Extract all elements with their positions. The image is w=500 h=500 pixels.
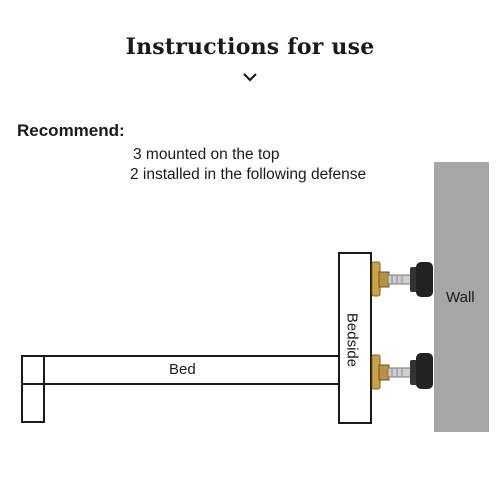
chevron-down-icon: [243, 73, 257, 82]
recommend-heading: Recommend:: [17, 121, 125, 140]
page-title: Instructions for use: [125, 34, 375, 60]
wall-stopper-bottom: [371, 353, 433, 390]
recommend-line-top: 3 mounted on the top: [133, 146, 280, 163]
bedside-board: [338, 252, 372, 424]
bedside-label: Bedside: [343, 312, 361, 368]
wall-stopper-top: [371, 261, 433, 297]
bed-leg: [21, 355, 45, 423]
wall-label: Wall: [446, 289, 475, 306]
recommend-line-bottom: 2 installed in the following defense: [130, 166, 367, 183]
bed-label: Bed: [169, 361, 196, 378]
wall: [434, 162, 489, 432]
